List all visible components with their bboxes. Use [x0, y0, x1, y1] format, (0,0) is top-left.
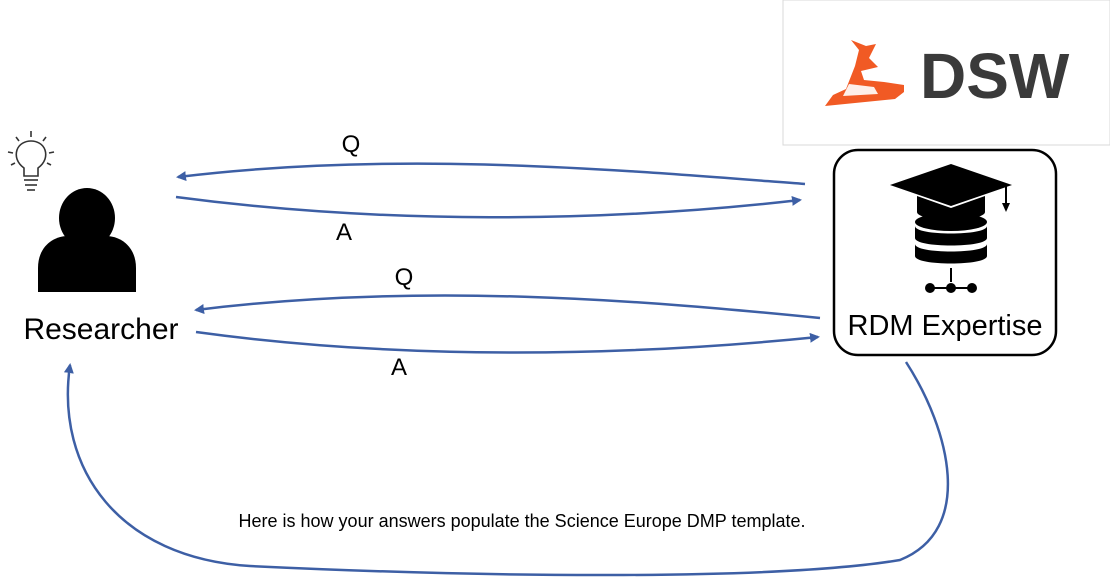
exchange-2: Q A	[194, 264, 821, 381]
lightbulb-icon	[7, 131, 55, 191]
return-caption: Here is how your answers populate the Sc…	[239, 511, 806, 531]
researcher-label: Researcher	[23, 313, 178, 346]
question-arrow-2	[194, 294, 821, 320]
answer-arrow-2	[195, 330, 820, 354]
answer-arrow-1	[175, 195, 802, 219]
answer-label-1: A	[336, 219, 352, 246]
wizard-hat-icon	[825, 40, 904, 106]
answer-label-2: A	[391, 354, 407, 381]
question-arrow-1	[176, 162, 806, 186]
exchange-1: Q A	[175, 131, 806, 246]
person-icon	[38, 188, 136, 292]
question-label-2: Q	[395, 264, 414, 291]
return-flow: Here is how your answers populate the Sc…	[63, 361, 950, 577]
rdm-expertise-node: RDM Expertise	[832, 148, 1058, 357]
dsw-brand-text: DSW	[920, 40, 1070, 112]
graduation-cap-database-icon	[890, 164, 1012, 293]
dsw-logo-panel: DSW	[782, 0, 1110, 146]
question-label-1: Q	[342, 131, 361, 158]
researcher-node: Researcher	[7, 131, 179, 346]
rdm-expertise-label: RDM Expertise	[848, 310, 1043, 342]
return-arrow	[63, 361, 950, 577]
